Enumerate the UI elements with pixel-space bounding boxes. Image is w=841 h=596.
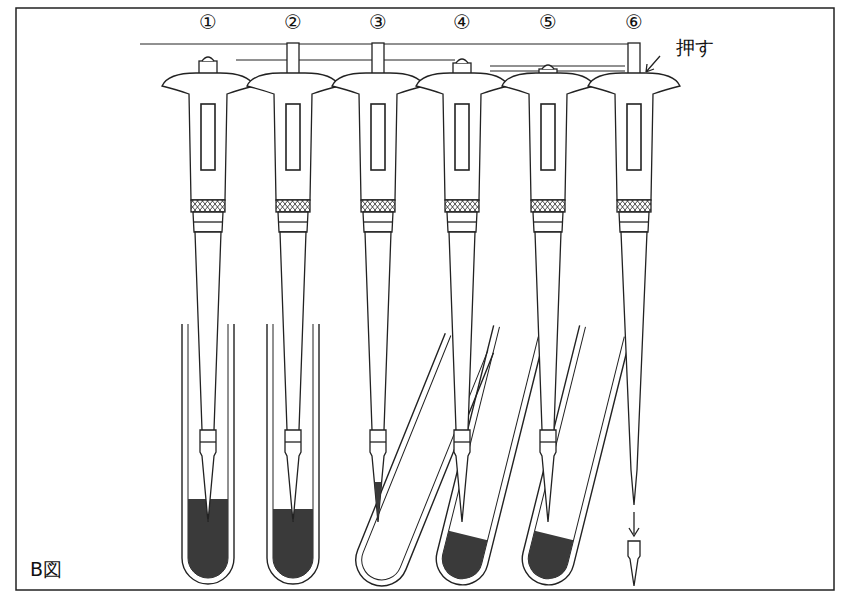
pipette bbox=[162, 57, 254, 522]
pipette bbox=[416, 59, 508, 522]
step-number: ⑥ bbox=[625, 12, 643, 32]
test-tube bbox=[517, 325, 630, 590]
step-number: ③ bbox=[369, 12, 387, 32]
figure-frame bbox=[16, 8, 834, 590]
figure-label: B図 bbox=[30, 560, 62, 579]
action-label: 押す bbox=[676, 38, 714, 57]
pipette bbox=[332, 43, 424, 522]
pipette bbox=[502, 65, 594, 522]
pipette bbox=[588, 43, 680, 505]
step-number: ⑤ bbox=[539, 12, 557, 32]
test-tube bbox=[431, 325, 544, 590]
step-number: ② bbox=[284, 12, 302, 32]
step-number: ④ bbox=[453, 12, 471, 32]
step-number: ① bbox=[199, 12, 217, 32]
ejected-tip bbox=[628, 512, 640, 586]
press-arrow bbox=[646, 56, 660, 72]
pipette bbox=[247, 43, 339, 522]
